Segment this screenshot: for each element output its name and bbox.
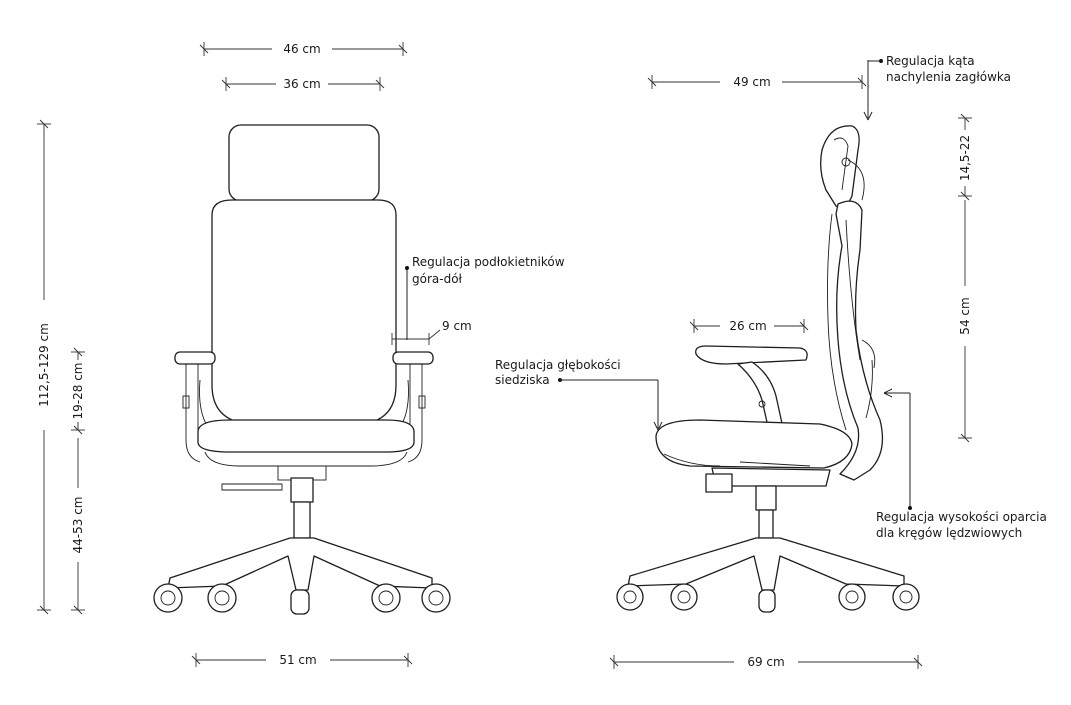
dim-side-armrest-depth: 26 cm [729, 319, 766, 333]
armrest-adjust-callout: Regulacja podłokietników góra-dół [405, 255, 565, 340]
dim-front-armrest-width: 9 cm [442, 319, 472, 333]
front-seat [197, 419, 415, 453]
dim-side-headrest-range: 14,5-22 [958, 135, 972, 181]
armrest-adjust-label-2: góra-dół [412, 272, 463, 286]
side-star-base [627, 537, 905, 591]
front-headrest [228, 124, 380, 202]
front-headrest-width-dim: 36 cm [221, 77, 385, 91]
side-armrest-pad [695, 345, 808, 365]
headrest-tilt-label-1: Regulacja kąta [886, 54, 975, 68]
headrest-tilt-callout: Regulacja kąta nachylenia zagłówka [863, 54, 1011, 121]
side-depth-knob [705, 473, 733, 493]
front-base-width-dim: 51 cm [191, 653, 413, 667]
front-seat-under [204, 451, 408, 467]
side-backrest [835, 200, 884, 481]
dim-side-base-depth: 69 cm [747, 655, 784, 669]
side-gas-cylinder-top [755, 485, 777, 511]
lumbar-callout: Regulacja wysokości oparcia dla kręgów l… [876, 388, 1047, 540]
side-seat [655, 419, 853, 469]
side-backrest-mesh-lines [827, 213, 873, 431]
lumbar-label-1: Regulacja wysokości oparcia [876, 510, 1047, 524]
side-top-depth-dim: 49 cm [647, 75, 867, 89]
front-lever [221, 483, 283, 491]
front-total-height-dim: 112,5-129 cm [37, 119, 51, 615]
side-headrest [820, 125, 860, 208]
front-star-base [167, 537, 433, 591]
side-back-height-dim: 54 cm [958, 200, 972, 443]
front-gas-cylinder-top [290, 477, 314, 503]
front-armrest-height-dim: 19-28 cm [71, 347, 85, 435]
front-left-armrest [174, 351, 216, 463]
front-backrest [211, 199, 397, 425]
front-right-armrest [392, 351, 434, 463]
front-top-width-dim: 46 cm [199, 42, 408, 56]
side-base-depth-dim: 69 cm [609, 655, 923, 669]
armrest-adjust-label-1: Regulacja podłokietników [412, 255, 565, 269]
seat-depth-label-2: siedziska [495, 373, 550, 387]
side-casters [616, 583, 920, 613]
dim-side-top-depth: 49 cm [733, 75, 770, 89]
front-view-chair [153, 124, 451, 615]
dim-front-total-height: 112,5-129 cm [37, 323, 51, 407]
dim-front-armrest-height: 19-28 cm [71, 363, 85, 420]
dim-side-back-height: 54 cm [958, 297, 972, 334]
front-gas-cylinder [293, 501, 311, 539]
side-gas-cylinder [758, 509, 774, 539]
side-headrest-post [847, 159, 865, 201]
front-casters [153, 583, 451, 615]
seat-depth-callout: Regulacja głębokości siedziska [495, 358, 663, 431]
headrest-tilt-label-2: nachylenia zagłówka [886, 70, 1011, 84]
side-view-chair [616, 125, 920, 613]
dim-front-seat-height: 44-53 cm [71, 497, 85, 554]
front-seat-height-dim: 44-53 cm [71, 438, 85, 615]
front-armrest-width-dim: 9 cm [391, 319, 472, 345]
dim-front-top-width: 46 cm [283, 42, 320, 56]
side-armrest-depth-dim: 26 cm [689, 319, 809, 333]
dim-front-base-width: 51 cm [279, 653, 316, 667]
seat-depth-label-1: Regulacja głębokości [495, 358, 621, 372]
lumbar-label-2: dla kręgów lędzwiowych [876, 526, 1022, 540]
side-headrest-range-dim: 14,5-22 [958, 113, 972, 201]
dim-front-headrest-width: 36 cm [283, 77, 320, 91]
